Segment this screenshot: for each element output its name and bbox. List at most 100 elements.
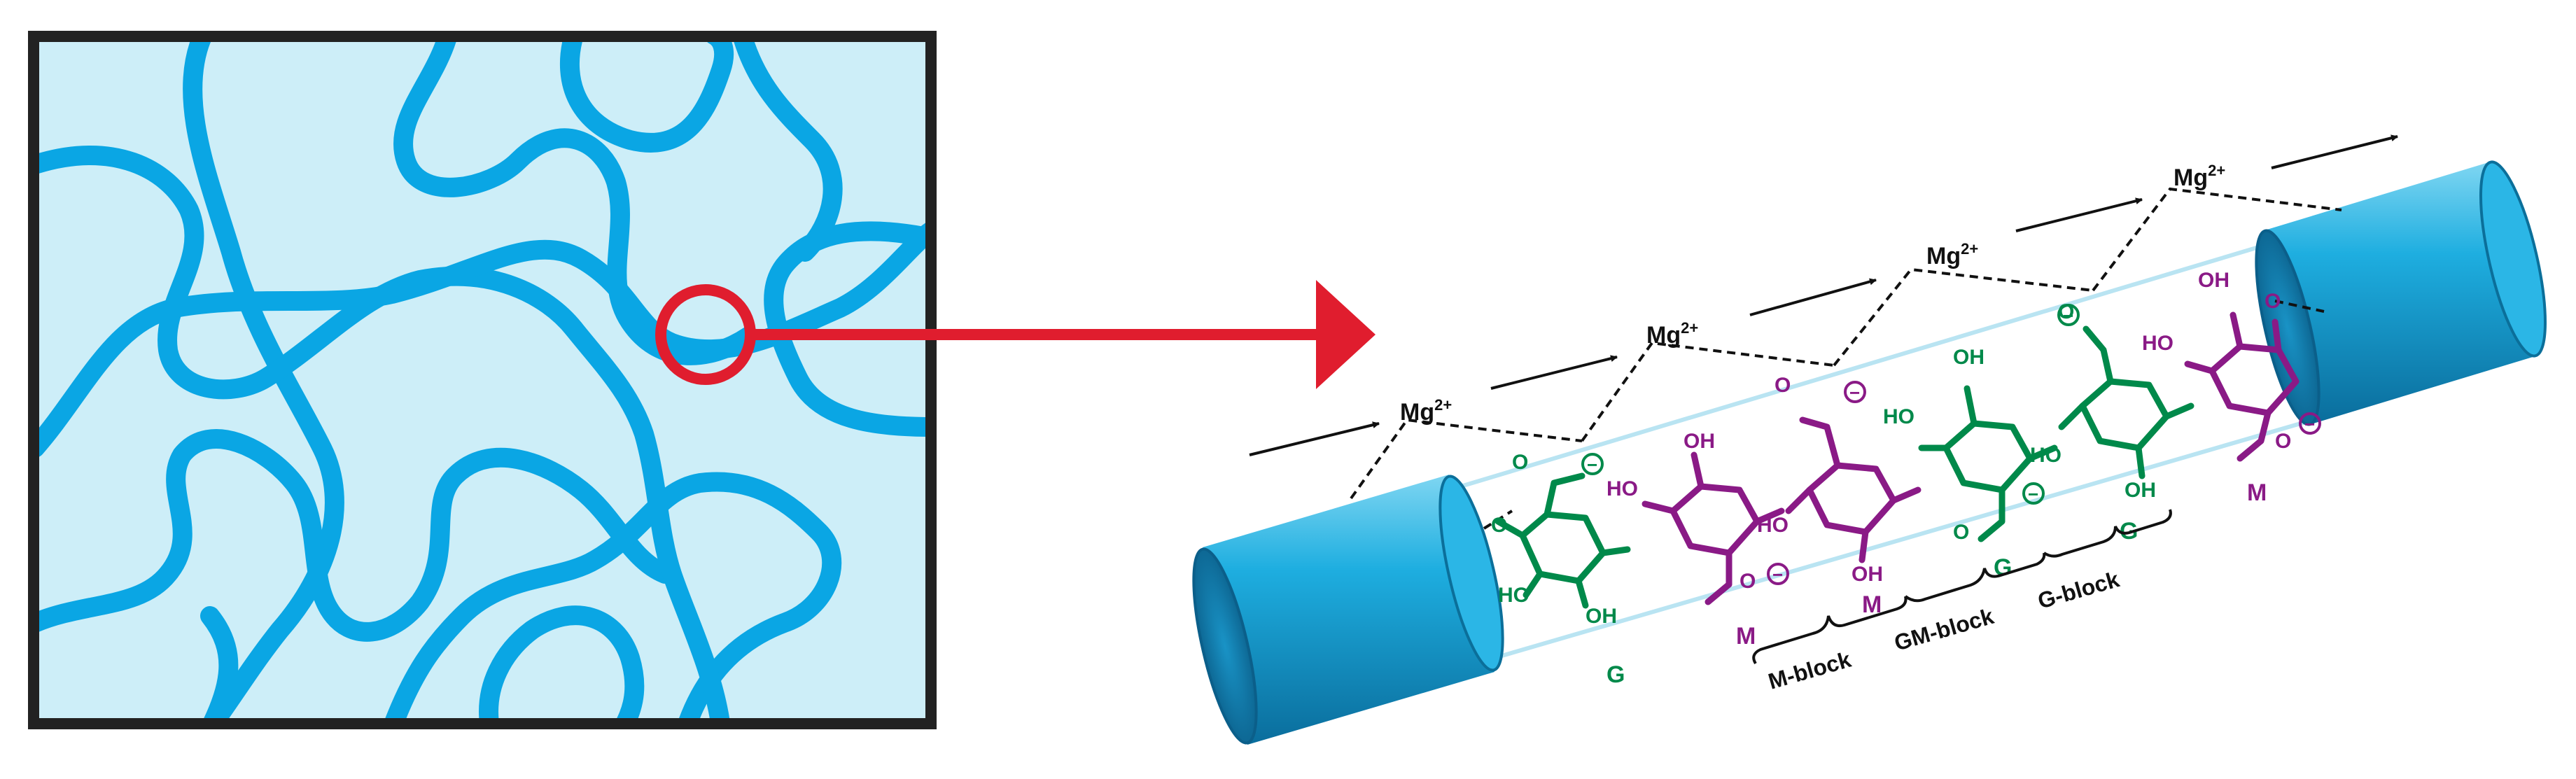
minus-sign-1 <box>1581 453 1604 475</box>
residue-letter-labels: G M M G G M <box>1606 479 2267 688</box>
cylinder-left-cap <box>1192 547 1258 745</box>
residue-g-3: HO OH O − <box>2030 300 2194 502</box>
ho-label-2: HO <box>1606 477 1638 500</box>
minus-sign-2 <box>1767 563 1789 585</box>
ion-labels: Mg2+ Mg2+ Mg2+ Mg2+ <box>1400 162 2225 426</box>
bond-g-2c <box>1977 486 2005 542</box>
bracket-g-block <box>2043 509 2172 558</box>
strand-4 <box>393 42 759 365</box>
direction-arrows <box>1249 134 2398 456</box>
ring-g-2 <box>1942 420 2033 493</box>
cylinder-right-cap-inner <box>2255 229 2320 426</box>
minus-sign-6 <box>2299 412 2321 435</box>
cylinder-left-rim <box>1438 475 1504 672</box>
minus-sign-4 <box>2022 482 2045 505</box>
bond-g-1e <box>1600 546 1631 556</box>
direction-arrow-2 <box>1490 355 1618 390</box>
oh-label-2: OH <box>1684 430 1715 453</box>
direction-arrow-3 <box>1749 278 1877 316</box>
ion-label-1: Mg2+ <box>1400 396 1452 426</box>
oh-label-4: OH <box>1953 346 1984 369</box>
polymer-strands <box>39 42 925 718</box>
bond-m-3c <box>2236 409 2272 462</box>
bond-g-2d <box>2026 444 2058 462</box>
o-label-3: O <box>1774 374 1791 397</box>
oh-label-1: OH <box>1586 605 1617 628</box>
bond-g-2a <box>1963 385 1977 427</box>
residue-label-g-lower: G <box>1606 661 1625 688</box>
ring-g-1 <box>1519 511 1606 584</box>
bond-g-3a <box>2082 325 2114 385</box>
bond-g-3b <box>2058 402 2086 430</box>
coordination-lines <box>1350 187 2342 530</box>
strand-1 <box>183 42 344 718</box>
coord-line-2 <box>1581 341 1835 442</box>
strand-7 <box>39 429 675 642</box>
direction-arrow-4 <box>2015 197 2143 232</box>
o-label-6: O <box>2275 430 2291 453</box>
residue-g-2: OH HO O − <box>1883 346 2058 544</box>
minus-label-2: − <box>1772 564 1783 585</box>
cylinder-left-body <box>1203 475 1494 745</box>
strand-5 <box>559 42 734 153</box>
minus-label-1: − <box>1587 454 1597 475</box>
coord-line-3 <box>1833 267 2094 367</box>
cylinder-left <box>1192 475 1504 745</box>
direction-arrow-5 <box>2271 134 2398 169</box>
coord-line-6 <box>2274 300 2325 313</box>
ring-g-3 <box>2079 378 2170 451</box>
minus-label-6: − <box>2304 414 2315 435</box>
network-panel <box>28 31 937 729</box>
alginate-chain: HO OH O O − HO OH O − <box>1491 269 2321 628</box>
bond-g-1a <box>1544 472 1586 518</box>
minus-sign-3 <box>1844 381 1866 403</box>
ho-label-6: HO <box>2142 332 2174 355</box>
residue-label-m-3: M <box>2247 479 2267 506</box>
tube-line-top <box>1448 225 2325 492</box>
bond-m-2a <box>1799 416 1841 469</box>
minus-sign-5 <box>2057 304 2080 326</box>
residue-g-1: HO OH O O − <box>1491 451 1631 628</box>
ring-m-2 <box>1806 462 1897 535</box>
oh-label-6: OH <box>2198 269 2230 292</box>
tube-line-bottom <box>1494 400 2374 660</box>
ion-label-3: Mg2+ <box>1926 240 1978 269</box>
cylinder-right-body <box>2262 162 2538 423</box>
bond-m-2b <box>1785 486 1813 514</box>
strand-11 <box>200 606 239 718</box>
connector-head <box>1316 280 1376 389</box>
bond-m-3b <box>2184 360 2216 374</box>
ho-label-4: HO <box>1883 405 1914 428</box>
strand-10 <box>479 605 645 718</box>
ho-label-3: HO <box>1757 514 1788 537</box>
bond-g-1d <box>1575 577 1589 609</box>
coord-line-1 <box>1350 418 1583 500</box>
bond-m-1c <box>1704 549 1732 605</box>
minus-label-4: − <box>2028 484 2038 505</box>
bracket-m-block <box>1752 596 1907 665</box>
minus-label-5: − <box>2063 305 2073 326</box>
strand-6 <box>764 221 925 437</box>
arrow-right-icon <box>749 280 1376 389</box>
minus-label-3: − <box>1849 382 1860 403</box>
block-label-gm: GM-block <box>1891 603 1996 656</box>
coord-line-4 <box>2092 187 2342 292</box>
residue-label-m-1: M <box>1736 623 1756 650</box>
block-label-g: G-block <box>2035 566 2122 613</box>
bond-g-1c <box>1522 570 1544 598</box>
ring-m-1 <box>1670 483 1760 556</box>
connector-shaft <box>749 329 1323 340</box>
residue-m-3: OH HO O − O <box>2142 269 2321 462</box>
cylinder-right <box>2255 160 2547 426</box>
o-label-6b: O <box>2264 290 2281 313</box>
bond-g-3d <box>2163 402 2194 420</box>
oh-label-5: OH <box>2124 479 2156 502</box>
bracket-gm-block <box>1904 552 2046 603</box>
strand-12 <box>564 319 730 718</box>
o-label-1b: O <box>1512 451 1528 474</box>
o-label-2: O <box>1740 570 1756 593</box>
bond-m-1b <box>1642 500 1676 514</box>
bond-m-2d <box>1890 486 1921 504</box>
